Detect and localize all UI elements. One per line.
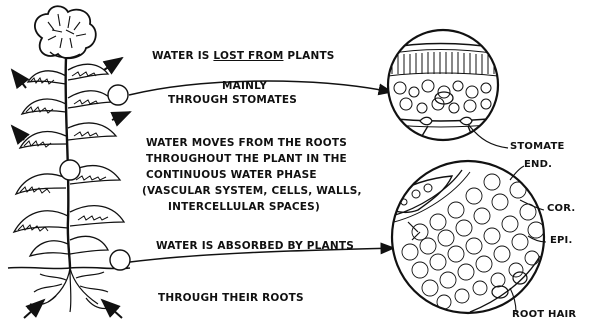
endodermis-label: END. — [524, 159, 552, 170]
lost-underlined: LOST FROM — [213, 50, 283, 62]
ground-line — [8, 267, 130, 268]
lost-prefix: WATER IS — [152, 50, 213, 62]
moves-line-2: THROUGHOUT THE PLANT IN THE — [146, 153, 347, 165]
plant — [8, 6, 130, 312]
moves-line-4: (VASCULAR SYSTEM, CELLS, WALLS, — [142, 185, 362, 197]
through-roots-label: THROUGH THEIR ROOTS — [158, 292, 304, 304]
through-stomates-label: THROUGH STOMATES — [168, 94, 297, 106]
lost-from-plants-label: WATER IS LOST FROM PLANTS — [152, 50, 335, 62]
moves-line-3: CONTINUOUS WATER PHASE — [146, 169, 317, 181]
moves-line-5: INTERCELLULAR SPACES) — [168, 201, 320, 213]
epidermis-label: EPI. — [550, 235, 572, 246]
root-cross-section — [390, 160, 550, 320]
root-water-circle — [110, 250, 130, 270]
leaf-water-circle — [108, 85, 128, 105]
moves-line-1: WATER MOVES FROM THE ROOTS — [146, 137, 347, 149]
lost-suffix: PLANTS — [283, 50, 334, 62]
flower-head-icon — [35, 6, 96, 58]
absorbed-label: WATER IS ABSORBED BY PLANTS — [156, 240, 354, 252]
leaf-cross-section — [388, 30, 498, 140]
cortex-label: COR. — [547, 203, 575, 214]
mainly-label: MAINLY — [222, 80, 267, 92]
root-hair-label: ROOT HAIR — [512, 309, 576, 320]
stem-water-circle — [60, 160, 80, 180]
roots — [30, 268, 110, 312]
stomate-label: STOMATE — [510, 141, 565, 152]
